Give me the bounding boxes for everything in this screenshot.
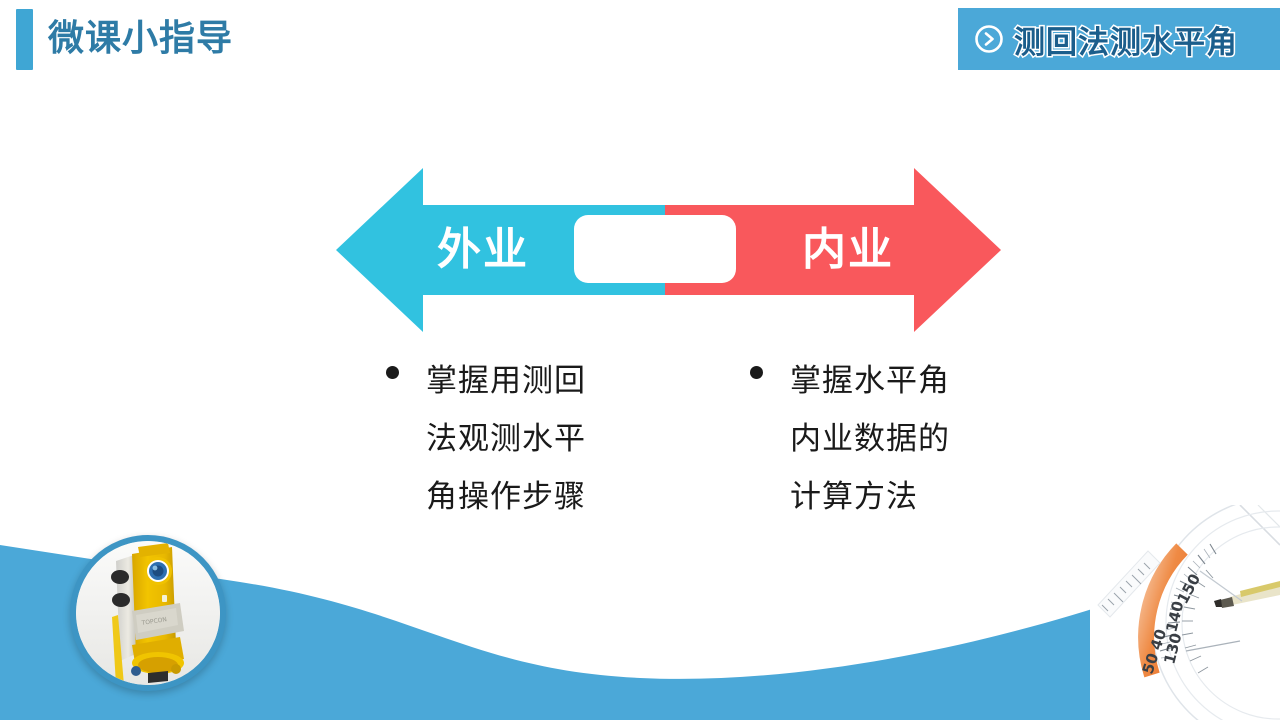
svg-text:TOPCON: TOPCON (140, 616, 167, 627)
objective-left-line-1: 掌握用测回 (426, 363, 586, 399)
arrow-label-left: 外业 (437, 224, 529, 275)
protractor-tick-50: 50 (1139, 651, 1163, 676)
protractor-tick-140: 140 (1162, 599, 1187, 634)
bullet-dot-icon (386, 366, 399, 379)
double-arrow-diagram (336, 167, 1001, 333)
objective-left-text: 掌握用测回 法观测水平 角操作步骤 (426, 352, 686, 526)
topic-badge: 测回法测水平角 (958, 8, 1280, 70)
bullet-dot-icon (750, 366, 763, 379)
total-station-photo-inner: TOPCON (76, 541, 220, 685)
arrow-center-box (574, 215, 736, 283)
objective-item-right: 掌握水平角 内业数据的 计算方法 (750, 352, 1050, 526)
objective-item-left: 掌握用测回 法观测水平 角操作步骤 (386, 352, 686, 526)
protractor-tick-40: 40 (1147, 627, 1171, 652)
objective-left-line-2: 法观测水平 (426, 421, 586, 457)
right-arrow-shape (665, 168, 1001, 332)
objective-right-line-3: 计算方法 (790, 479, 918, 515)
title-accent-bar (16, 9, 33, 70)
total-station-photo: TOPCON (70, 535, 226, 691)
left-arrow-shape (336, 168, 665, 332)
arrow-label-right: 内业 (802, 224, 894, 275)
protractor-tick-130: 130 (1160, 631, 1185, 666)
protractor-tick-150: 150 (1174, 571, 1205, 607)
protractor-photo: 50 40 130 140 150 (1090, 505, 1280, 720)
objective-left-line-3: 角操作步骤 (426, 479, 586, 515)
objective-right-text: 掌握水平角 内业数据的 计算方法 (790, 352, 1050, 526)
objective-right-line-2: 内业数据的 (790, 421, 950, 457)
page-title: 微课小指导 (48, 18, 234, 59)
topic-badge-label: 测回法测水平角 (1013, 23, 1239, 62)
objective-right-line-1: 掌握水平角 (790, 363, 950, 399)
circle-chevron-right-icon (974, 24, 1004, 54)
